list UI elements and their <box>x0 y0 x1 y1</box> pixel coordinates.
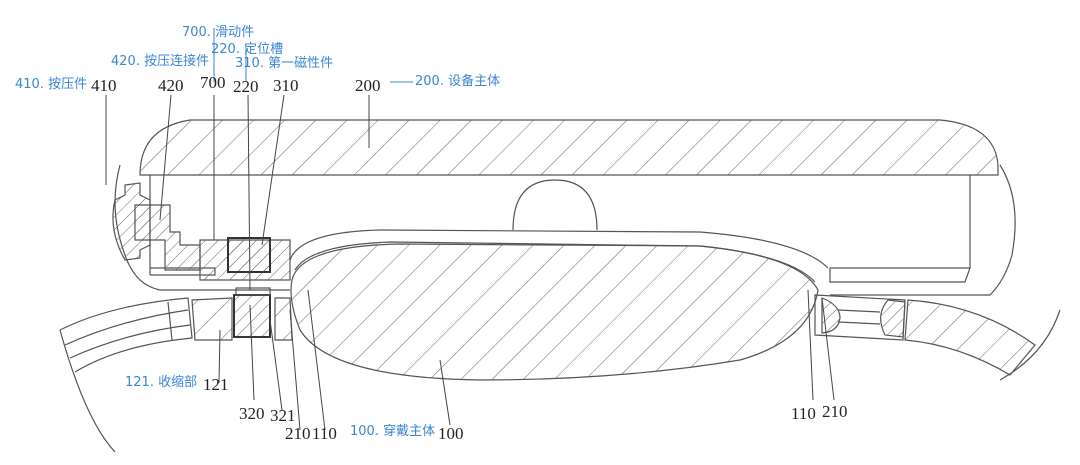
press-connector-420 <box>134 204 201 271</box>
strap-right <box>904 299 1036 376</box>
device-body-right-cap <box>830 164 1016 296</box>
ref-210-left: 210 <box>285 424 311 443</box>
annotation-410: 410. 按压件 <box>15 77 88 92</box>
ref-410: 410 <box>91 76 117 95</box>
device-body-top-shell <box>139 119 999 176</box>
annotation-100: 100. 穿戴主体 <box>350 424 436 439</box>
inner-shell <box>289 229 829 269</box>
ref-200: 200 <box>355 76 381 95</box>
strap-left <box>59 297 193 373</box>
ref-700: 700 <box>200 73 226 92</box>
ref-110-right: 110 <box>791 404 816 423</box>
magnet-310 <box>227 237 271 273</box>
ref-121: 121 <box>203 375 229 394</box>
ref-310: 310 <box>273 76 299 95</box>
ref-320: 320 <box>239 404 265 423</box>
magnet-320 <box>233 294 271 338</box>
ref-321: 321 <box>270 406 296 425</box>
dome <box>512 179 598 231</box>
annotation-220: 220. 定位槽 <box>211 42 284 57</box>
ref-210-right: 210 <box>822 402 848 421</box>
press-part-410 <box>112 182 151 261</box>
annotation-700: 700. 滑动件 <box>182 25 255 40</box>
annotation-310: 310. 第一磁性件 <box>235 56 334 71</box>
strap-right-connector <box>814 294 906 341</box>
ref-110-left: 110 <box>312 424 337 443</box>
wear-body <box>290 243 819 381</box>
strap-block-left <box>191 297 233 341</box>
annotation-121: 121. 收缩部 <box>125 375 198 390</box>
annotation-200: 200. 设备主体 <box>415 74 501 89</box>
ref-420: 420 <box>158 76 184 95</box>
annotation-420: 420. 按压连接件 <box>111 54 210 69</box>
ref-100: 100 <box>438 424 464 443</box>
ref-220: 220 <box>233 77 259 96</box>
